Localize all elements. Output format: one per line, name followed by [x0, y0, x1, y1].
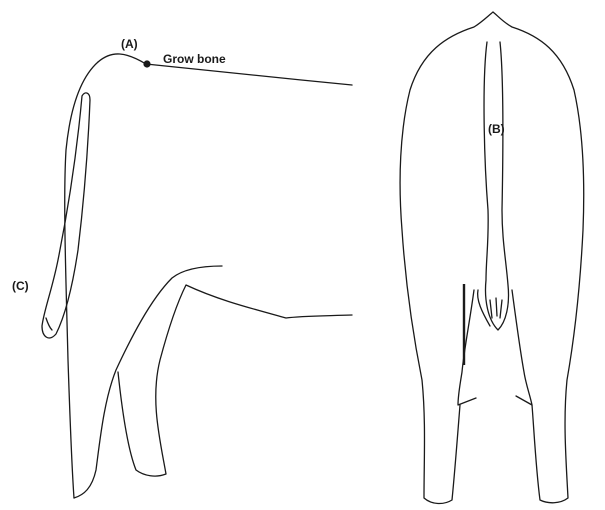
side-view-tail-switch — [46, 318, 52, 330]
label-grow-bone: Grow bone — [163, 52, 226, 66]
side-view-rear-contour — [65, 62, 98, 498]
rear-view-inner-right-leg — [512, 290, 532, 405]
label-c: (C) — [12, 279, 29, 293]
rear-view-tail — [484, 42, 508, 330]
label-b: (B) — [488, 122, 505, 136]
rear-view-silhouette — [400, 12, 584, 504]
side-view-far-leg — [118, 285, 352, 476]
rear-view-tail-switch — [478, 290, 502, 326]
grow-bone-point — [143, 60, 150, 67]
side-view-near-leg-front — [74, 266, 222, 498]
side-view: (A) Grow bone (C) — [12, 37, 352, 498]
rear-view: (B) — [400, 12, 584, 504]
rear-view-inner-left-leg — [458, 290, 476, 405]
label-a: (A) — [121, 37, 138, 51]
